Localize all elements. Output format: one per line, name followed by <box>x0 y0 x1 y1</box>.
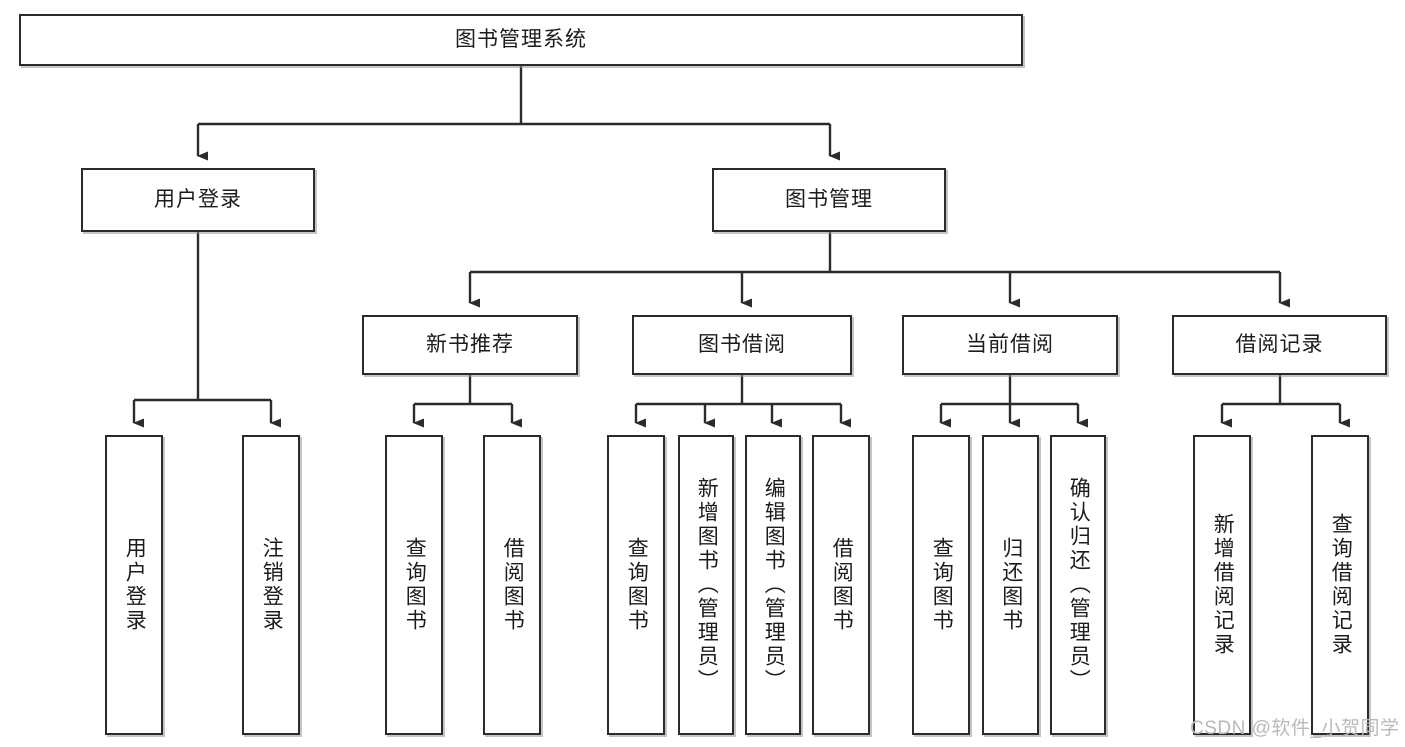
leaf-new-book-rec-2-label: 借阅图书 <box>501 537 525 633</box>
leaf-user-login-1[interactable]: 用户登录 <box>105 435 163 735</box>
node-root[interactable]: 图书管理系统 <box>19 14 1023 66</box>
leaf-book-borrow-2[interactable]: 新增图书（管理员） <box>678 435 734 735</box>
leaf-book-borrow-3-label: 编辑图书（管理员） <box>762 477 786 693</box>
watermark: CSDN @软件_小贺同学 <box>1190 718 1400 739</box>
node-book-borrow[interactable]: 图书借阅 <box>632 315 852 375</box>
node-user-login[interactable]: 用户登录 <box>81 168 315 232</box>
leaf-user-login-2-label: 注销登录 <box>260 537 284 633</box>
leaf-book-borrow-4[interactable]: 借阅图书 <box>812 435 870 735</box>
leaf-user-login-1-label: 用户登录 <box>123 537 147 633</box>
node-book-manage-label: 图书管理 <box>785 187 873 211</box>
leaf-book-borrow-1[interactable]: 查询图书 <box>607 435 665 735</box>
leaf-new-book-rec-1[interactable]: 查询图书 <box>385 435 443 735</box>
leaf-user-login-2[interactable]: 注销登录 <box>242 435 300 735</box>
leaf-book-borrow-3[interactable]: 编辑图书（管理员） <box>745 435 801 735</box>
leaf-borrow-record-1[interactable]: 新增借阅记录 <box>1193 435 1251 735</box>
leaf-new-book-rec-1-label: 查询图书 <box>403 537 427 633</box>
leaf-borrow-record-2[interactable]: 查询借阅记录 <box>1311 435 1369 735</box>
node-borrow-record[interactable]: 借阅记录 <box>1172 315 1387 375</box>
node-current-borrow[interactable]: 当前借阅 <box>902 315 1118 375</box>
node-borrow-record-label: 借阅记录 <box>1235 332 1324 356</box>
leaf-current-borrow-3[interactable]: 确认归还（管理员） <box>1050 435 1106 735</box>
node-current-borrow-label: 当前借阅 <box>966 332 1054 356</box>
node-new-book-rec-label: 新书推荐 <box>426 332 514 356</box>
leaf-current-borrow-1[interactable]: 查询图书 <box>912 435 970 735</box>
leaf-book-borrow-2-label: 新增图书（管理员） <box>695 477 719 693</box>
leaf-current-borrow-2[interactable]: 归还图书 <box>982 435 1039 735</box>
node-root-label: 图书管理系统 <box>455 27 587 51</box>
leaf-new-book-rec-2[interactable]: 借阅图书 <box>483 435 541 735</box>
leaf-current-borrow-3-label: 确认归还（管理员） <box>1067 477 1091 693</box>
node-book-borrow-label: 图书借阅 <box>698 332 786 356</box>
leaf-borrow-record-2-label: 查询借阅记录 <box>1329 513 1353 657</box>
leaf-current-borrow-1-label: 查询图书 <box>930 537 954 633</box>
leaf-current-borrow-2-label: 归还图书 <box>999 537 1023 633</box>
node-book-manage[interactable]: 图书管理 <box>712 168 946 232</box>
node-new-book-rec[interactable]: 新书推荐 <box>362 315 578 375</box>
leaf-book-borrow-1-label: 查询图书 <box>625 537 649 633</box>
leaf-book-borrow-4-label: 借阅图书 <box>830 537 854 633</box>
leaf-borrow-record-1-label: 新增借阅记录 <box>1211 513 1235 657</box>
node-user-login-label: 用户登录 <box>154 187 242 211</box>
